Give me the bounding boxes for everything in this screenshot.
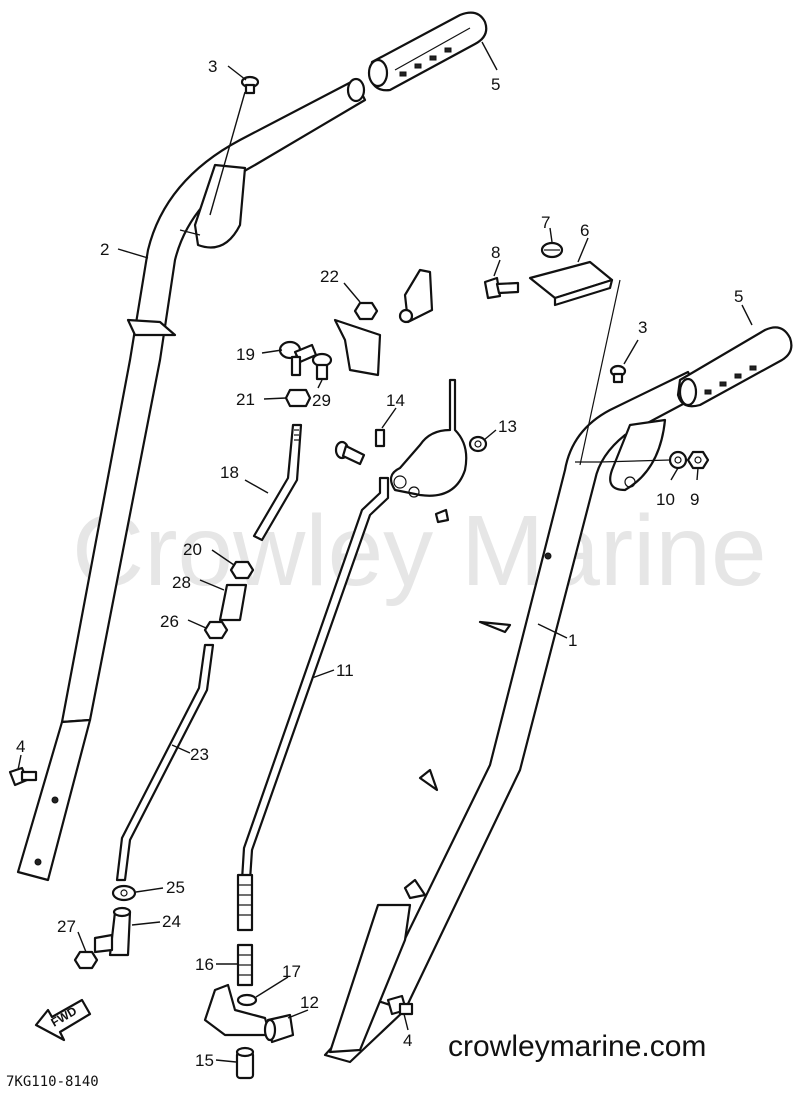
- nut-9: [686, 450, 710, 470]
- pivot-plate: [389, 378, 468, 498]
- callout-25: 25: [166, 878, 185, 897]
- washer-10: [668, 450, 688, 470]
- callout-4: 4: [16, 737, 25, 756]
- throttle-link: [398, 268, 434, 324]
- grip-5-top: [367, 11, 488, 92]
- callout-19: 19: [236, 345, 255, 364]
- callout-labels: 3 5 2 7 6 8 22 5 3 19 21 29 14 13 18 10 …: [16, 57, 743, 1070]
- clamp-6: [528, 260, 614, 307]
- callout-15: 15: [195, 1051, 214, 1070]
- nut-27: [73, 950, 99, 970]
- bolt-4-right: [386, 994, 414, 1016]
- clip-small: [434, 508, 450, 524]
- bracket: [333, 318, 382, 377]
- stud-16: [236, 943, 254, 987]
- fwd-arrow: FWD: [34, 998, 92, 1042]
- diagram-code: 7KG110-8140: [6, 1074, 99, 1090]
- bolt-4-left: [8, 766, 38, 787]
- grip-5-right: [676, 326, 793, 408]
- rod-18: [252, 423, 303, 542]
- sleeve-28: [218, 583, 248, 622]
- callout-28: 28: [172, 573, 191, 592]
- cap-15: [235, 1046, 255, 1080]
- callout-5: 5: [491, 75, 500, 94]
- callout-7: 7: [541, 213, 550, 232]
- cap-7: [540, 241, 564, 259]
- rod-11: [236, 476, 390, 932]
- callout-9: 9: [690, 490, 699, 509]
- bolt-8: [483, 276, 520, 300]
- screw-3-right: [609, 364, 627, 384]
- callout-1: 1: [568, 631, 577, 650]
- callout-12: 12: [300, 993, 319, 1012]
- watermark: Crowley Marine: [72, 495, 767, 607]
- bolt-29: [311, 352, 333, 381]
- clip-14: [374, 428, 386, 448]
- callout-13: 13: [498, 417, 517, 436]
- callout-27: 27: [57, 917, 76, 936]
- cap-12: [263, 1013, 295, 1044]
- callout-3: 3: [638, 318, 647, 337]
- callout-10: 10: [656, 490, 675, 509]
- rod-end-19: [278, 340, 318, 377]
- callout-18: 18: [220, 463, 239, 482]
- leader-lines: [17, 41, 753, 1063]
- handle-2: [16, 77, 367, 882]
- elbow-24: [93, 906, 132, 957]
- callout-11: 11: [336, 661, 354, 680]
- nut-22: [353, 301, 379, 321]
- callout-6: 6: [580, 221, 589, 240]
- washer-17: [236, 993, 258, 1007]
- callout-23: 23: [190, 745, 209, 764]
- callout-5: 5: [734, 287, 743, 306]
- washer-13: [468, 435, 488, 453]
- callout-16: 16: [195, 955, 214, 974]
- bolt-left-pivot: [334, 440, 366, 466]
- callout-20: 20: [183, 540, 202, 559]
- nut-25: [111, 884, 137, 902]
- callout-26: 26: [160, 612, 179, 631]
- lower-bracket: [203, 983, 272, 1037]
- brand-url: crowleymarine.com: [448, 1030, 706, 1063]
- callout-17: 17: [282, 962, 301, 981]
- callout-14: 14: [386, 391, 405, 410]
- nut-21: [284, 388, 312, 408]
- callout-29: 29: [312, 391, 331, 410]
- callout-4: 4: [403, 1031, 412, 1050]
- callout-21: 21: [236, 390, 255, 409]
- callout-24: 24: [162, 912, 181, 931]
- callout-8: 8: [491, 243, 500, 262]
- rod-23: [115, 643, 215, 882]
- callout-3: 3: [208, 57, 217, 76]
- handle-1: [323, 370, 702, 1064]
- nut-20: [229, 560, 255, 580]
- callout-2: 2: [100, 240, 109, 259]
- callout-22: 22: [320, 267, 339, 286]
- nut-26: [203, 620, 229, 640]
